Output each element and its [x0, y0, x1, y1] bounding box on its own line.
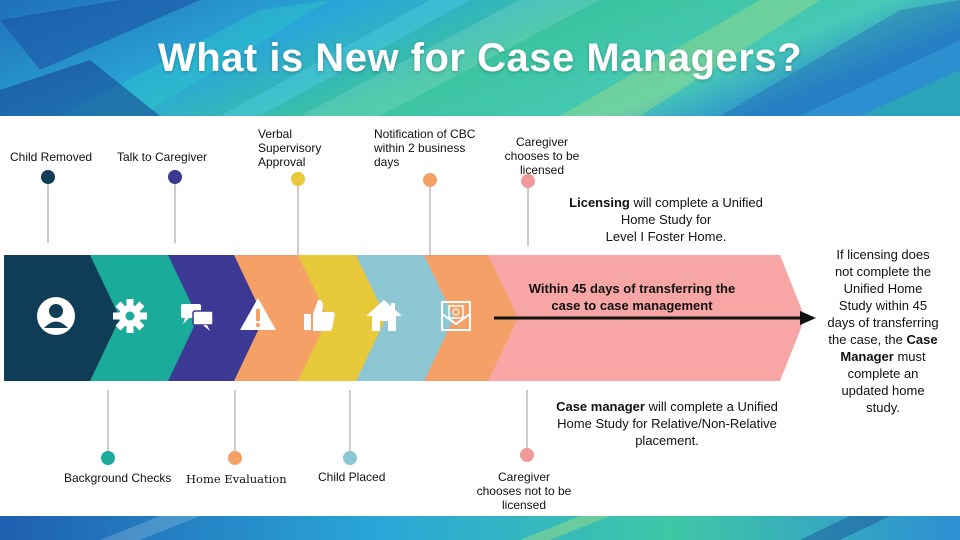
- step-label-caregiver-not-licensed: Caregiver chooses not to be licensed: [476, 470, 572, 512]
- licensing-note-text: will complete a Unified Home Study for L…: [605, 195, 763, 244]
- step-label-caregiver-licensed: Caregiver chooses to be licensed: [504, 135, 580, 177]
- licensing-note-bold: Licensing: [569, 195, 630, 210]
- side-note-bold: Case Manager: [840, 332, 938, 364]
- connector-dot-top-4: [423, 173, 437, 187]
- gear-icon: [113, 299, 147, 333]
- connector-dot-bottom-3: [343, 451, 357, 465]
- connector-dot-bottom-1: [101, 451, 115, 465]
- timeline-arrow: [494, 311, 816, 325]
- case-manager-note-text: will complete a Unified Home Study for R…: [557, 399, 778, 448]
- connector-dot-top-5: [521, 174, 535, 188]
- step-label-child-placed: Child Placed: [318, 470, 386, 484]
- header-banner: [0, 0, 960, 116]
- side-note: If licensing does not complete the Unifi…: [822, 246, 944, 416]
- footer-strip: [0, 516, 960, 540]
- connector-dot-top-3: [291, 172, 305, 186]
- side-note-post: must complete an updated home study.: [841, 349, 926, 415]
- connector-dot-top-2: [168, 170, 182, 184]
- step-label-child-removed: Child Removed: [10, 150, 93, 164]
- thumbs-up-icon: [304, 300, 335, 331]
- chevron-band: [4, 255, 805, 381]
- arrow-caption: Within 45 days of transferring the case …: [528, 281, 736, 313]
- step-label-notification: Notification of CBC within 2 business da…: [374, 127, 476, 169]
- connector-dot-bottom-2: [228, 451, 242, 465]
- step-label-verbal-approval: Verbal Supervisory Approval: [258, 127, 322, 169]
- step-label-background-checks: Background Checks: [64, 471, 172, 485]
- step-label-talk-to-caregiver: Talk to Caregiver: [117, 150, 208, 164]
- chat-icon: [181, 304, 214, 331]
- home-icon: [366, 300, 402, 331]
- page-title: What is New for Case Managers?: [157, 36, 803, 80]
- connector-dot-bottom-4: [520, 448, 534, 462]
- side-note-pre: If licensing does not complete the Unifi…: [827, 247, 939, 347]
- case-manager-note: Case manager will complete a Unified Hom…: [536, 398, 798, 449]
- licensing-note: Licensing will complete a Unified Home S…: [548, 194, 784, 245]
- mail-icon: [441, 301, 471, 331]
- connector-dot-top-1: [41, 170, 55, 184]
- step-label-home-evaluation: Home Evaluation: [186, 472, 287, 486]
- case-manager-note-bold: Case manager: [556, 399, 645, 414]
- warning-icon: [240, 298, 276, 330]
- connector-lines: [41, 170, 535, 465]
- person-icon: [37, 297, 75, 335]
